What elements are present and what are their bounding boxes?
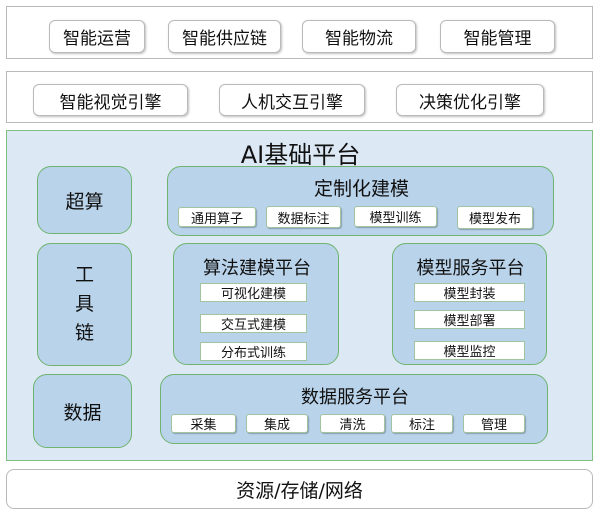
engine-human-machine-interaction: 人机交互引擎 <box>219 84 365 116</box>
chip-model-monitoring: 模型监控 <box>414 341 525 360</box>
data-service-title: 数据服务平台 <box>301 387 409 408</box>
chip-collect: 采集 <box>171 414 236 433</box>
custom-modeling-box: 定制化建模 通用算子 数据标注 模型训练 模型发布 <box>167 166 554 236</box>
chip-general-operators: 通用算子 <box>178 207 256 227</box>
chip-model-deployment: 模型部署 <box>414 310 525 329</box>
supercompute-label: 超算 <box>65 190 104 213</box>
ai-platform: AI基础平台 超算 工 具 链 数据 定制化建模 通用算子 数据标注 模型训练 … <box>6 130 593 461</box>
engine-row: 智能视觉引擎 人机交互引擎 决策优化引擎 <box>6 71 593 123</box>
algorithm-platform-title: 算法建模平台 <box>203 258 311 279</box>
data-service-box: 数据服务平台 采集 集成 清洗 标注 管理 <box>160 374 548 444</box>
platform-title: AI基础平台 <box>240 141 361 169</box>
app-intelligent-operations: 智能运营 <box>49 20 145 53</box>
chip-model-packaging: 模型封装 <box>414 283 525 302</box>
chip-integrate: 集成 <box>246 414 308 433</box>
algorithm-platform-box: 算法建模平台 可视化建模 交互式建模 分布式训练 <box>173 243 339 365</box>
infrastructure-label: 资源/存储/网络 <box>236 479 363 502</box>
chip-label: 标注 <box>391 414 453 433</box>
engine-visual: 智能视觉引擎 <box>33 84 188 116</box>
chip-interactive-modeling: 交互式建模 <box>200 314 307 333</box>
chip-clean: 清洗 <box>320 414 385 433</box>
custom-modeling-title: 定制化建模 <box>313 178 409 200</box>
chip-data-labeling: 数据标注 <box>266 206 341 228</box>
data-label: 数据 <box>63 401 102 424</box>
toolchain-label: 工 具 链 <box>74 264 94 344</box>
supercompute-box: 超算 <box>37 166 132 234</box>
toolchain-box: 工 具 链 <box>37 243 132 366</box>
model-service-box: 模型服务平台 模型封装 模型部署 模型监控 <box>392 243 547 365</box>
chip-visual-modeling: 可视化建模 <box>200 283 307 302</box>
model-service-title: 模型服务平台 <box>416 258 525 279</box>
app-intelligent-supply-chain: 智能供应链 <box>168 20 281 53</box>
chip-manage: 管理 <box>463 414 525 433</box>
application-row: 智能运营 智能供应链 智能物流 智能管理 <box>6 6 593 59</box>
chip-model-release: 模型发布 <box>457 206 533 229</box>
infrastructure-row: 资源/存储/网络 <box>6 469 593 509</box>
engine-decision-optimization: 决策优化引擎 <box>396 84 544 116</box>
chip-model-training: 模型训练 <box>354 206 437 227</box>
app-intelligent-logistics: 智能物流 <box>302 20 416 53</box>
data-box: 数据 <box>33 374 132 448</box>
app-intelligent-management: 智能管理 <box>440 20 555 53</box>
chip-distributed-training: 分布式训练 <box>200 342 307 361</box>
